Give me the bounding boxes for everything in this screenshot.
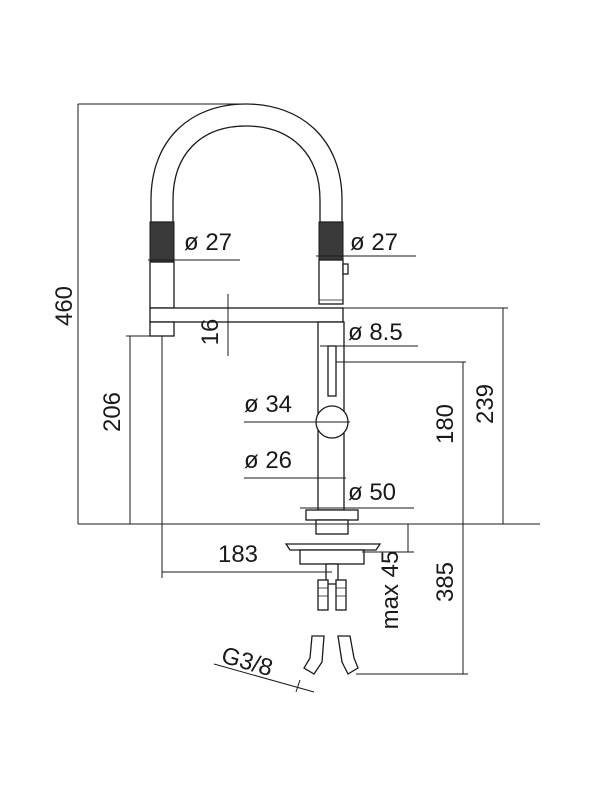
bar-left-end bbox=[149, 321, 175, 337]
dimension-labels: 460 ø 27 ø 27 16 ø 8.5 206 ø 34 180 239 … bbox=[51, 229, 499, 682]
nut bbox=[299, 549, 365, 565]
label-diameter-34: ø 34 bbox=[244, 391, 292, 418]
label-206: 206 bbox=[99, 392, 126, 432]
label-385: 385 bbox=[432, 562, 459, 602]
label-460: 460 bbox=[51, 286, 78, 326]
holder-right bbox=[318, 221, 344, 261]
label-180: 180 bbox=[432, 404, 459, 444]
label-g3-8: G3/8 bbox=[218, 642, 275, 682]
under-stem bbox=[315, 519, 349, 535]
horizontal-bar bbox=[149, 307, 344, 323]
label-max-45: max 45 bbox=[377, 551, 404, 630]
base-ring bbox=[305, 509, 359, 521]
holder-button bbox=[342, 263, 349, 275]
fitting-left bbox=[303, 635, 325, 675]
fitting-right bbox=[337, 635, 359, 675]
label-239: 239 bbox=[472, 384, 499, 424]
gooseneck-outer bbox=[150, 103, 343, 223]
base-plate bbox=[284, 543, 382, 551]
rod bbox=[327, 345, 337, 397]
label-diameter-26: ø 26 bbox=[244, 447, 292, 474]
label-diameter-8-5: ø 8.5 bbox=[348, 319, 403, 346]
holder-right-lower bbox=[318, 259, 344, 305]
under-rod bbox=[325, 563, 339, 585]
hose-left bbox=[317, 579, 329, 611]
label-diameter-50: ø 50 bbox=[348, 479, 396, 506]
spray-head-left-lower bbox=[149, 261, 175, 309]
dimension-lines bbox=[77, 103, 540, 693]
label-diameter-27-left: ø 27 bbox=[184, 229, 232, 256]
spray-head-left bbox=[149, 221, 175, 263]
faucet-outline bbox=[149, 103, 382, 675]
label-183: 183 bbox=[218, 541, 258, 568]
hose-right bbox=[335, 579, 347, 611]
label-16: 16 bbox=[197, 319, 224, 346]
label-diameter-27-right: ø 27 bbox=[350, 229, 398, 256]
